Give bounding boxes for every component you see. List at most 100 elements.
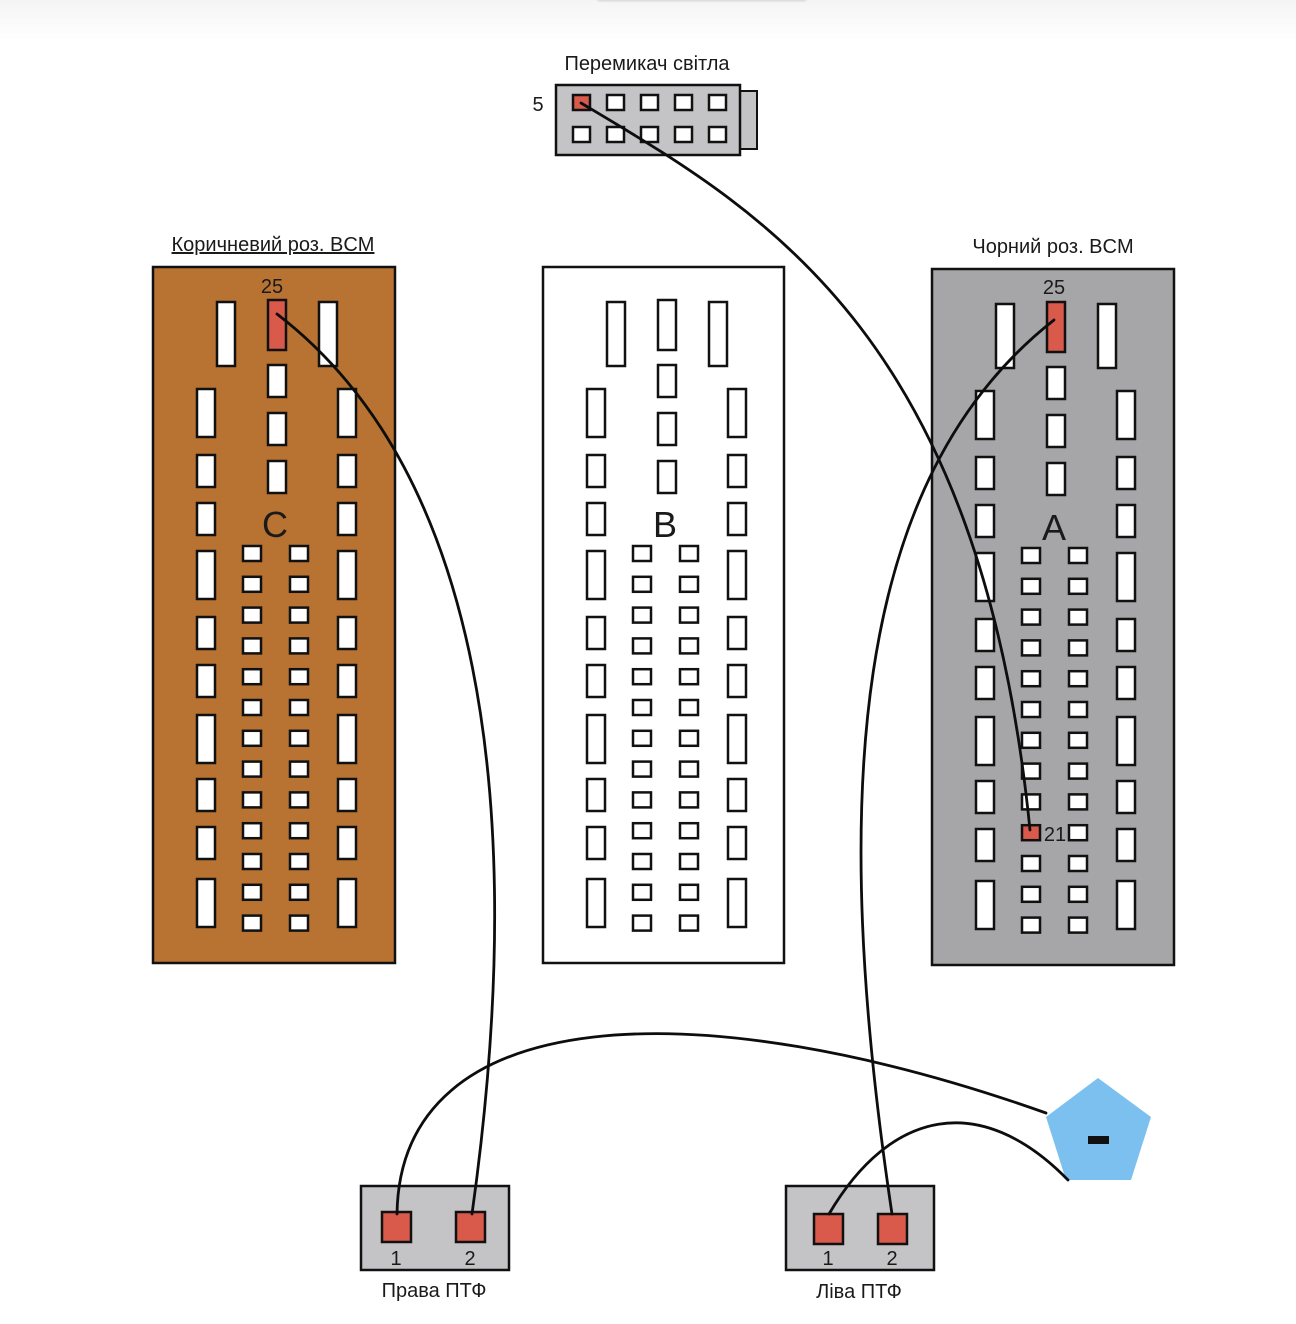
pin-small [288, 637, 310, 655]
wire-a25-to-left-ptf2[interactable] [859, 318, 1056, 1216]
left-fog-light-connector: 1 2 Ліва ПТФ [784, 1184, 936, 1303]
pin-outer-right [336, 777, 358, 813]
pin-outer-right [1115, 551, 1137, 603]
wire-switch5-to-a21[interactable] [579, 101, 1032, 832]
light-switch-title: Перемикач світла [564, 53, 730, 75]
light-switch-pin-label: 5 [532, 94, 543, 116]
pin-center [266, 459, 288, 495]
light-switch-pin [605, 125, 626, 144]
pin-outer-left [585, 713, 607, 765]
pin-outer-right [336, 877, 358, 929]
pin-top-left [605, 300, 627, 368]
pin-center [266, 411, 288, 447]
pin-small [1067, 793, 1089, 811]
pin-top-left [215, 300, 237, 368]
pin-small [631, 883, 653, 902]
pin-small [288, 729, 310, 748]
connector-c-pin25-label: 25 [261, 276, 283, 298]
pin-small [1020, 793, 1042, 811]
pin-outer-left [195, 663, 217, 699]
connector-c-letter: C [262, 504, 288, 545]
pin-top-right [317, 300, 339, 368]
pin-outer-right [1115, 879, 1137, 931]
pin-small [678, 637, 700, 655]
left-fog-light-body [784, 1184, 936, 1272]
pin-small [241, 791, 263, 809]
pin-center [656, 411, 678, 447]
pin-small [1020, 608, 1042, 626]
pin-outer-right [726, 615, 748, 651]
pin-outer-left [195, 713, 217, 765]
pin-small [1020, 885, 1042, 904]
pin-small [1067, 608, 1089, 626]
light-switch-pin [639, 93, 660, 112]
pin-outer-left [585, 615, 607, 651]
pin-outer-left [585, 877, 607, 929]
pin-small [241, 729, 263, 748]
pin-small [678, 575, 700, 594]
pin-small [678, 606, 700, 624]
pin-small [1067, 577, 1089, 596]
pin-small [288, 760, 310, 778]
pin-small [678, 914, 700, 932]
right-fog-light-connector: 1 2 Права ПТФ [359, 1184, 511, 1302]
connector-a-title: Чорний роз. BCM [972, 236, 1133, 258]
pin-outer-left [974, 551, 996, 603]
pin-outer-right [1115, 617, 1137, 653]
wire-left-ptf1-to-ground[interactable] [827, 1121, 1070, 1216]
pin-outer-left [585, 387, 607, 439]
connector-a: Чорний роз. BCM 25 A 21 [930, 236, 1176, 967]
pin-small [288, 544, 310, 563]
pin-small [1020, 577, 1042, 596]
ground-pentagon-icon [1046, 1078, 1151, 1180]
pin-outer-right [336, 387, 358, 439]
pin-21 [1020, 823, 1042, 842]
pin-small [1020, 916, 1042, 934]
pin-small [1067, 669, 1089, 688]
wire-right-ptf1-to-ground[interactable] [395, 1032, 1048, 1216]
pin-center [1045, 461, 1067, 497]
pin-outer-left [974, 879, 996, 931]
pin-top-right [707, 300, 729, 368]
pin-small [1020, 639, 1042, 657]
right-fog-pin-2-label: 2 [464, 1248, 475, 1270]
ground-terminal [1046, 1078, 1151, 1180]
left-fog-pin-1 [812, 1212, 845, 1246]
right-fog-pin-2 [454, 1210, 487, 1244]
pin-small [288, 606, 310, 624]
pin-outer-right [726, 501, 748, 537]
pin-small [241, 821, 263, 840]
pin-outer-right [726, 453, 748, 489]
pin-small [678, 760, 700, 778]
pin-small [1067, 854, 1089, 873]
pin-outer-left [585, 501, 607, 537]
pin-small [631, 760, 653, 778]
pin-small [241, 914, 263, 932]
pin-outer-right [726, 663, 748, 699]
pin-small [241, 852, 263, 871]
pin-small [288, 914, 310, 932]
pin-small [288, 667, 310, 686]
pin-small [288, 852, 310, 871]
pin-outer-left [585, 453, 607, 489]
pin-top-center [656, 298, 678, 352]
pin-outer-right [336, 549, 358, 601]
connector-a-pin25-label: 25 [1043, 277, 1065, 299]
pin-small [241, 544, 263, 563]
pin-small [631, 606, 653, 624]
ground-minus-icon [1088, 1136, 1109, 1144]
pin-outer-left [585, 777, 607, 813]
light-switch-pin [571, 125, 592, 144]
wire-c25-to-right-ptf2[interactable] [275, 312, 496, 1216]
pin-small [678, 791, 700, 809]
right-fog-light-title: Права ПТФ [382, 1280, 487, 1302]
wires [275, 101, 1070, 1216]
left-fog-pin-2 [876, 1212, 909, 1246]
light-switch-pin [673, 93, 694, 112]
pin-small [678, 821, 700, 840]
connector-a-pin21-label: 21 [1044, 824, 1066, 846]
light-switch-pin [707, 125, 728, 144]
pin-small [678, 883, 700, 902]
pin-outer-left [585, 663, 607, 699]
